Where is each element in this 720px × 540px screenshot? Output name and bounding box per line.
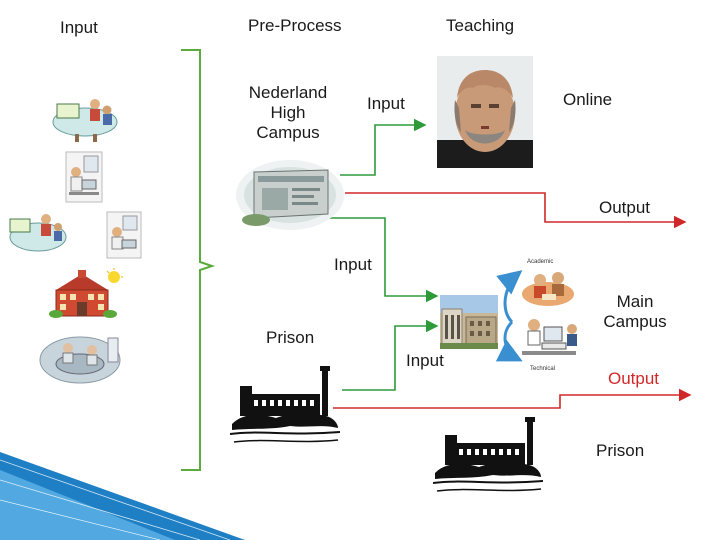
technical-label: Technical [530,366,555,372]
prison-label-left: Prison [266,328,314,348]
school-building-icon [48,268,123,318]
input-label-bottom: Input [406,351,444,371]
school-sign-icon [236,160,344,230]
grouping-bracket [181,50,212,470]
input-label-mid: Input [334,255,372,275]
corner-decoration [0,452,245,540]
output-label-top: Output [599,198,650,218]
person-computer-icon [518,315,580,359]
person-computer-icon [64,150,104,205]
campus-photo-icon [440,295,498,349]
header-pre-process: Pre-Process [248,16,342,36]
person-computer-icon [105,210,143,260]
nederland-label-line2: High [238,103,338,123]
nederland-label-line3: Campus [238,123,338,143]
main-campus-label: Main Campus [596,292,674,332]
meeting-table-icon [4,205,69,260]
teacher-photo-icon [437,56,533,168]
input-label-top: Input [367,94,405,114]
header-teaching: Teaching [446,16,514,36]
output-label-bottom: Output [608,369,659,389]
meeting-table-icon [45,90,121,145]
header-input: Input [60,18,98,38]
prison-label-right: Prison [596,441,644,461]
online-label: Online [563,90,612,110]
prison-yard-icon [38,330,123,385]
student-icon [520,266,576,308]
academic-label: Academic [527,259,553,265]
main-campus-line2: Campus [596,312,674,332]
main-campus-line1: Main [596,292,674,312]
prison-island-icon [230,358,340,446]
arrow-output-bottom [333,395,690,408]
nederland-high-campus-label: Nederland High Campus [238,83,338,143]
nederland-label-line1: Nederland [238,83,338,103]
arrow-nederland-to-teaching [340,125,425,175]
prison-island-icon [433,413,543,497]
